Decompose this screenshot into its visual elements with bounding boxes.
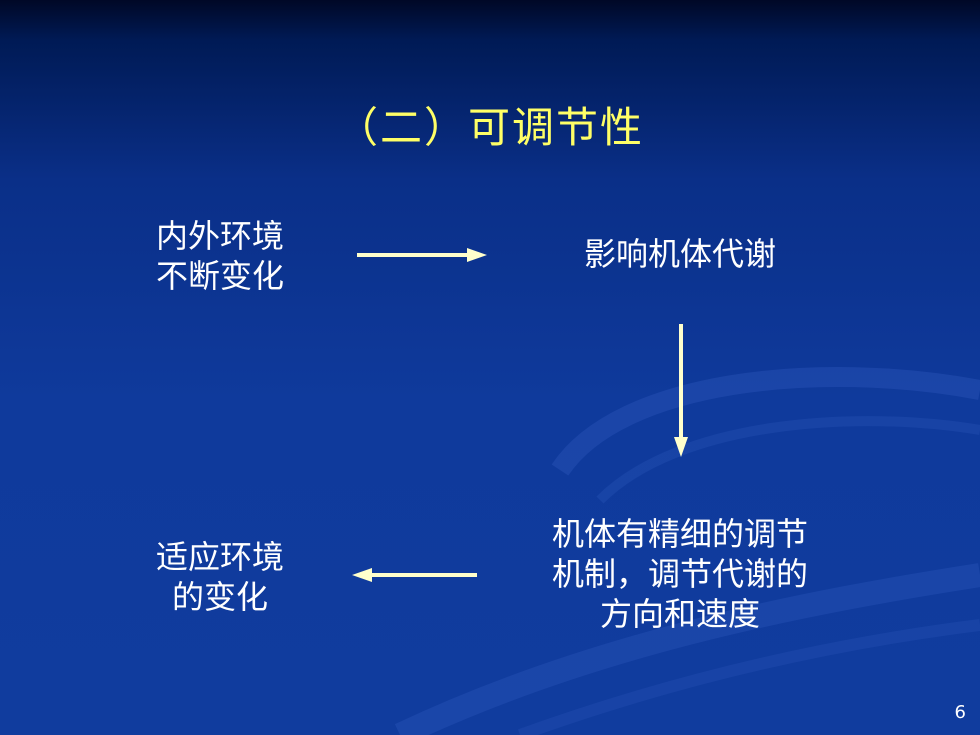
page-number: 6 (954, 702, 966, 723)
adapt-change-line-1: 适应环境 (155, 538, 284, 576)
fine-regulation-line-1: 机体有精细的调节 (551, 515, 808, 553)
env-change-text: 内外环境 不断变化 (130, 216, 310, 296)
adapt-change-text: 适应环境 的变化 (130, 537, 310, 617)
slide-title: （二）可调节性 (335, 103, 644, 152)
env-change-line-1: 内外环境 (155, 217, 284, 255)
arrow-left-icon (352, 568, 477, 582)
affect-metabolism-text: 影响机体代谢 (583, 235, 776, 273)
arrow-down-icon (674, 324, 688, 457)
fine-regulation-line-2: 机制，调节代谢的 (551, 555, 808, 593)
fine-regulation-line-3: 方向和速度 (599, 595, 760, 633)
env-change-line-2: 不断变化 (155, 257, 284, 295)
arrow-right-icon (357, 248, 487, 262)
fine-regulation-text: 机体有精细的调节 机制，调节代谢的 方向和速度 (500, 514, 860, 634)
adapt-change-line-2: 的变化 (171, 578, 268, 616)
